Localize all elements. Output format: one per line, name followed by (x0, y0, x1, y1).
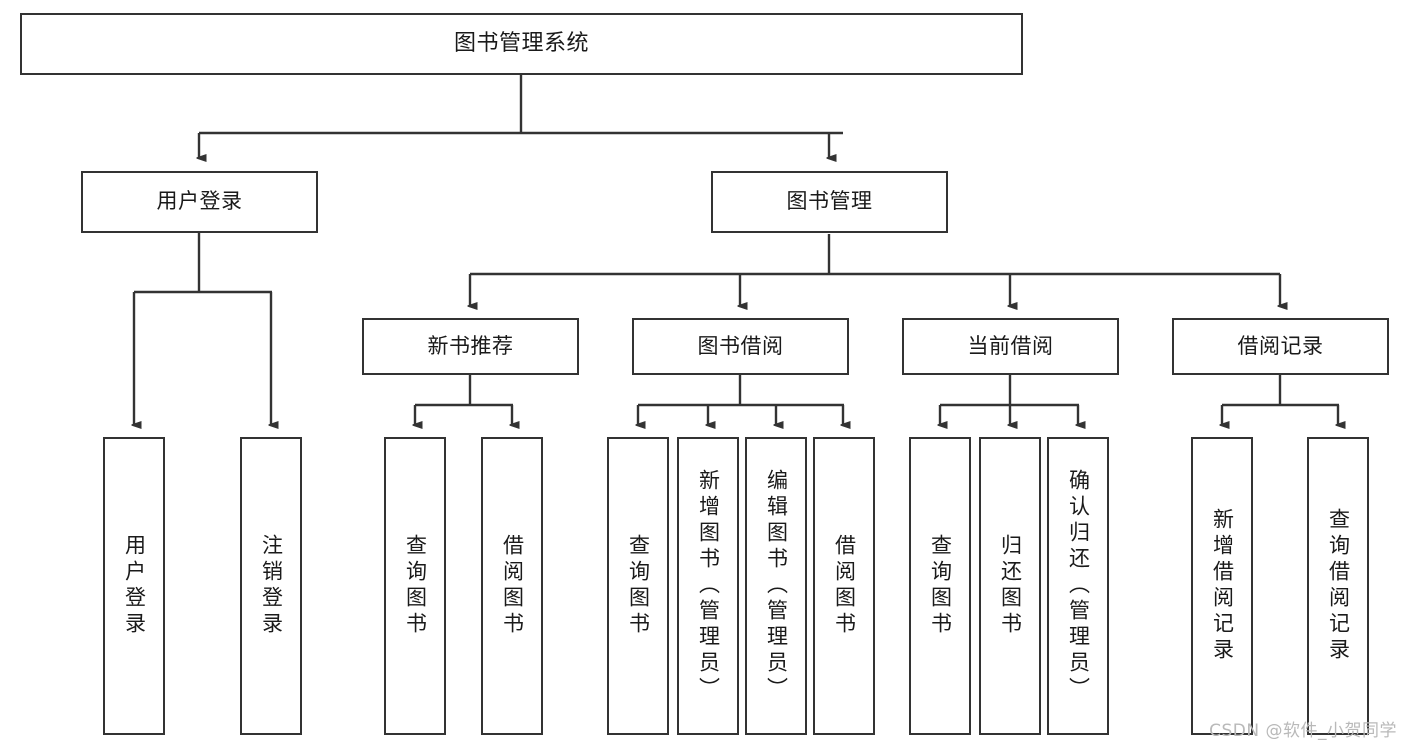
node-label: 查询图书 (626, 534, 651, 638)
leaf-query-book-recommendation[interactable]: 查询图书 (384, 437, 446, 735)
leaf-borrow-book-borrowing[interactable]: 借阅图书 (813, 437, 875, 735)
leaf-add-borrowing-record[interactable]: 新增借阅记录 (1191, 437, 1253, 735)
node-label: 借阅图书 (500, 534, 525, 638)
leaf-query-book-borrowing[interactable]: 查询图书 (607, 437, 669, 735)
leaf-user-login[interactable]: 用户登录 (103, 437, 165, 735)
node-label: 注销登录 (259, 534, 284, 638)
leaf-edit-book-admin[interactable]: 编辑图书（管理员） (745, 437, 807, 735)
leaf-borrow-book-recommendation[interactable]: 借阅图书 (481, 437, 543, 735)
leaf-query-book-current[interactable]: 查询图书 (909, 437, 971, 735)
node-label: 查询借阅记录 (1326, 508, 1351, 664)
node-label: 借阅记录 (1237, 333, 1324, 358)
node-label: 用户登录 (156, 189, 243, 214)
node-borrowing-records[interactable]: 借阅记录 (1172, 318, 1389, 375)
node-book-management[interactable]: 图书管理 (711, 171, 948, 233)
node-label: 图书借阅 (697, 333, 784, 358)
leaf-add-book-admin[interactable]: 新增图书（管理员） (677, 437, 739, 735)
node-label: 当前借阅 (967, 333, 1054, 358)
node-label: 用户登录 (122, 534, 147, 638)
node-label: 新增图书（管理员） (696, 469, 721, 703)
node-current-borrowing[interactable]: 当前借阅 (902, 318, 1119, 375)
node-label: 编辑图书（管理员） (764, 469, 789, 703)
node-book-borrowing[interactable]: 图书借阅 (632, 318, 849, 375)
node-label: 借阅图书 (832, 534, 857, 638)
node-root-book-management-system[interactable]: 图书管理系统 (20, 13, 1023, 75)
node-new-book-recommendation[interactable]: 新书推荐 (362, 318, 579, 375)
node-label: 确认归还（管理员） (1066, 469, 1091, 703)
node-label: 新增借阅记录 (1210, 508, 1235, 664)
leaf-logout[interactable]: 注销登录 (240, 437, 302, 735)
node-label: 查询图书 (403, 534, 428, 638)
node-user-login[interactable]: 用户登录 (81, 171, 318, 233)
leaf-confirm-return-admin[interactable]: 确认归还（管理员） (1047, 437, 1109, 735)
node-label: 查询图书 (928, 534, 953, 638)
node-label: 图书管理系统 (453, 30, 589, 56)
node-label: 图书管理 (786, 189, 873, 214)
node-label: 新书推荐 (427, 333, 514, 358)
leaf-return-book[interactable]: 归还图书 (979, 437, 1041, 735)
leaf-query-borrowing-record[interactable]: 查询借阅记录 (1307, 437, 1369, 735)
node-label: 归还图书 (998, 534, 1023, 638)
